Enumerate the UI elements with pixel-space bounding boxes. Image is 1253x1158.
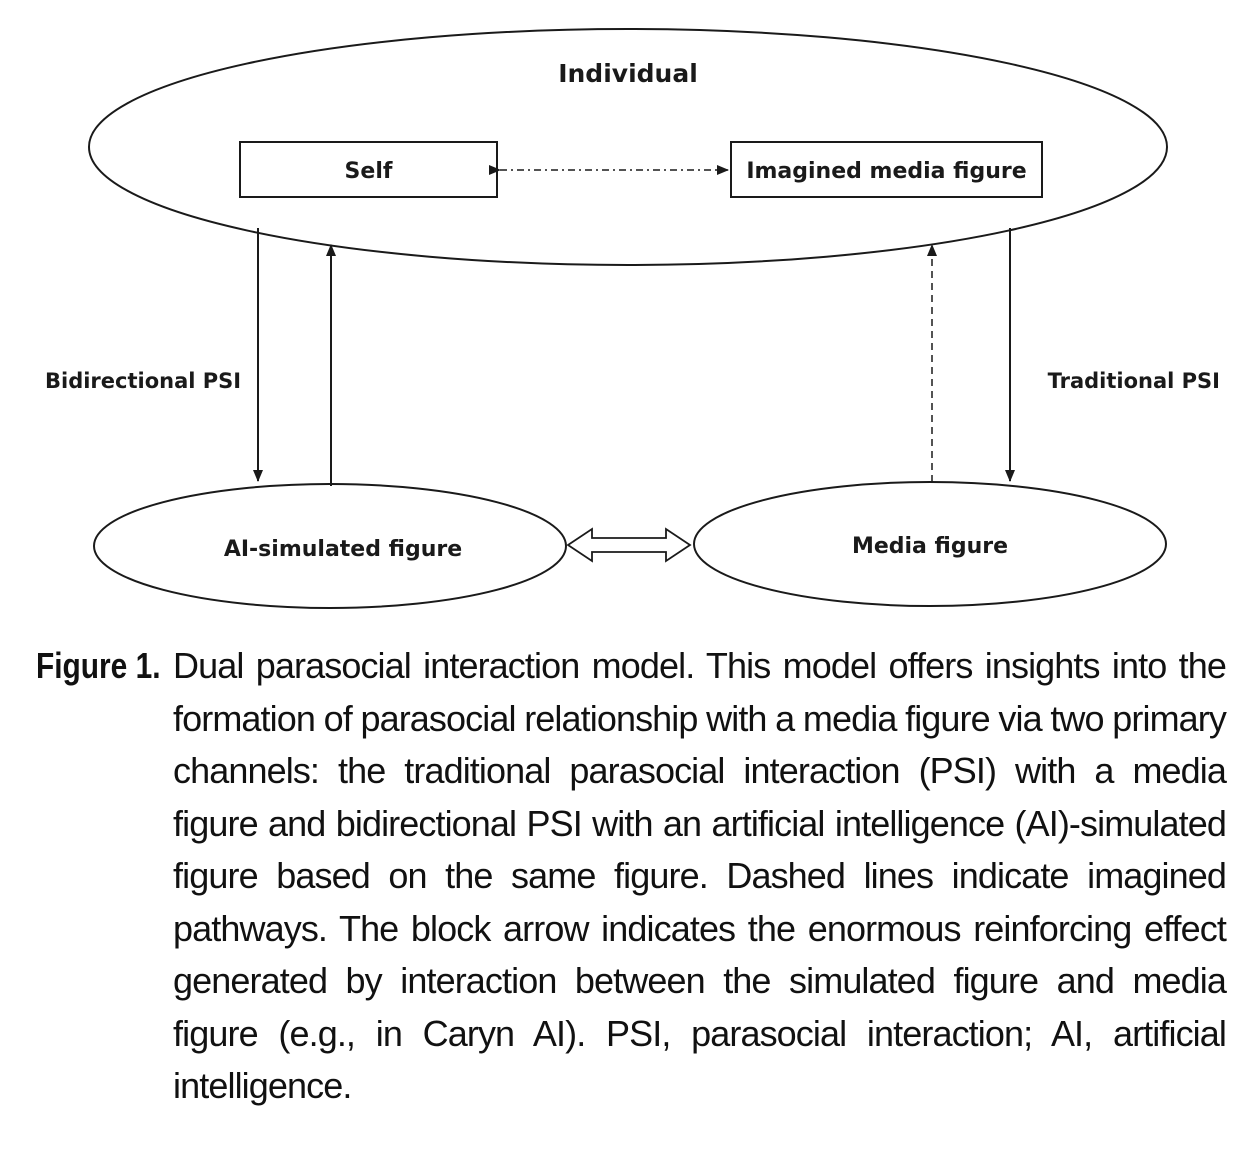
psi-model-diagram: Individual Self Imagined media figure Bi… <box>45 28 1220 609</box>
media-figure-ellipse <box>693 481 1167 607</box>
imagined-media-figure-box <box>730 141 1043 198</box>
caption-text: Dual parasocial interaction model. This … <box>173 645 1227 1106</box>
ai-simulated-figure-ellipse <box>93 483 567 609</box>
ai-simulated-figure-label: AI-simulated figure <box>224 537 462 562</box>
figure-caption: Figure 1. Dual parasocial interaction mo… <box>36 640 1227 1113</box>
traditional-psi-label: Traditional PSI <box>1048 369 1220 393</box>
media-figure-label: Media figure <box>852 534 1008 559</box>
self-box <box>239 141 498 198</box>
bidirectional-psi-label: Bidirectional PSI <box>45 369 241 393</box>
reinforcing-block-arrow <box>566 527 692 563</box>
self-label: Self <box>345 159 393 184</box>
individual-ellipse <box>88 28 1168 266</box>
imagined-media-figure-label: Imagined media figure <box>746 159 1026 184</box>
figure-number: Figure 1. <box>36 645 161 686</box>
individual-label: Individual <box>558 59 698 88</box>
